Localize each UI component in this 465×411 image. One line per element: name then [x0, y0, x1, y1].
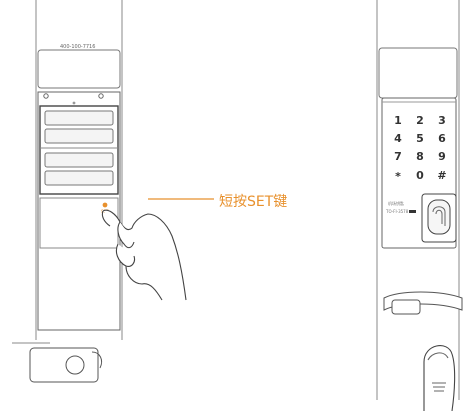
key-7: 7 [394, 150, 402, 163]
brand-text: 机场钥匙 [388, 200, 404, 206]
model-text: TO-FI-3578 [385, 209, 409, 214]
key-2: 2 [416, 114, 424, 127]
key-9: 9 [438, 150, 446, 163]
keypad: 1 2 3 4 5 6 7 8 9 * 0 # [394, 114, 446, 183]
left-lock [12, 0, 123, 383]
key-5: 5 [416, 132, 424, 145]
hand-icon [101, 209, 187, 301]
key-8: 8 [416, 150, 424, 163]
right-lock [376, 0, 463, 400]
key-star: * [395, 170, 401, 183]
phone-number: 400-100-7716 [60, 44, 95, 50]
set-button-indicator [102, 202, 108, 208]
key-hash: # [437, 169, 446, 182]
finger-icon [423, 345, 456, 411]
key-1: 1 [394, 114, 402, 127]
key-6: 6 [438, 132, 446, 145]
key-0: 0 [416, 169, 424, 182]
key-4: 4 [394, 132, 402, 145]
key-3: 3 [438, 114, 446, 127]
callout-label: 短按SET键 [219, 194, 288, 210]
